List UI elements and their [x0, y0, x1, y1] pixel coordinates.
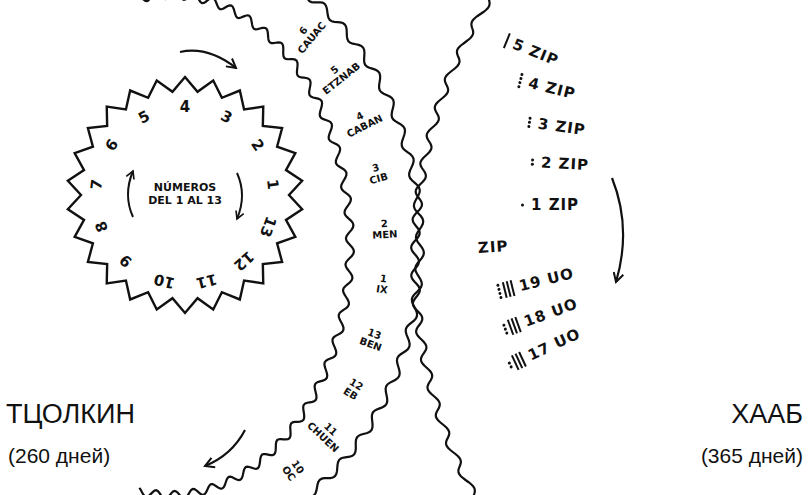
- haab-day: 2 ZIP: [529, 152, 589, 175]
- day-name: 2 ZIP: [541, 154, 590, 173]
- day-name: 1 ZIP: [531, 197, 579, 214]
- day-name: 17 UO: [525, 325, 583, 364]
- gear-number: 7: [90, 178, 106, 190]
- day-name: 2 MEN: [371, 218, 397, 240]
- gear-number: 10: [152, 271, 176, 291]
- day-name: 6 CAUAC: [288, 13, 328, 55]
- tzolkin-gear: 12345678910111213NÚMEROS DEL 1 AL 13: [65, 75, 305, 315]
- maya-numeral: [500, 314, 526, 340]
- maya-numeral: [495, 277, 519, 301]
- day-name: 3 ZIP: [537, 115, 587, 138]
- gear-number: 4: [180, 100, 190, 115]
- gear-number: 11: [194, 271, 218, 291]
- day-name: 11 CHUEN: [305, 413, 348, 455]
- haab-day: 4 ZIP: [516, 70, 578, 104]
- rotation-arrow: [128, 171, 133, 217]
- haab-day: 1 ZIP: [520, 195, 579, 215]
- maya-numeral: [520, 195, 528, 215]
- gear-outline: [68, 77, 302, 313]
- calendar-label: ТЦОЛКИН: [6, 400, 135, 430]
- day-name: 12 EB: [341, 377, 364, 402]
- maya-numeral: [529, 152, 538, 172]
- calendar-label: (260 дней): [8, 444, 110, 467]
- day-name: ZIP: [477, 238, 509, 257]
- day-name: 1 IX: [376, 274, 390, 296]
- gear-caption: NÚMEROS DEL 1 AL 13: [143, 182, 227, 207]
- calendar-label: ХААБ: [731, 400, 803, 430]
- rotation-arrow: [180, 51, 236, 68]
- haab-day: 5 ZIP: [501, 31, 561, 71]
- day-name: 5 ZIP: [510, 36, 561, 69]
- haab-day: ZIP: [477, 238, 509, 257]
- rotation-arrow: [237, 173, 242, 219]
- day-name: 4 CABAN: [340, 103, 384, 139]
- maya-numeral: [516, 70, 529, 91]
- haab-day: 19 UO: [495, 263, 577, 302]
- day-name: 13 BEN: [358, 325, 387, 353]
- haab-day: 3 ZIP: [526, 112, 587, 140]
- day-name: 5 ETZNAB: [315, 52, 363, 96]
- maya-numeral: [526, 112, 537, 133]
- rotation-arrow: [612, 178, 623, 282]
- day-name: 3 CIB: [366, 161, 389, 186]
- day-name: 4 ZIP: [527, 75, 578, 103]
- day-name: 10 OC: [280, 458, 306, 483]
- calendar-label: (365 дней): [701, 444, 803, 467]
- day-name: 19 UO: [517, 265, 575, 295]
- gear-number: 1: [264, 178, 280, 190]
- rotation-arrow: [205, 430, 245, 466]
- day-name: 18 UO: [522, 295, 580, 330]
